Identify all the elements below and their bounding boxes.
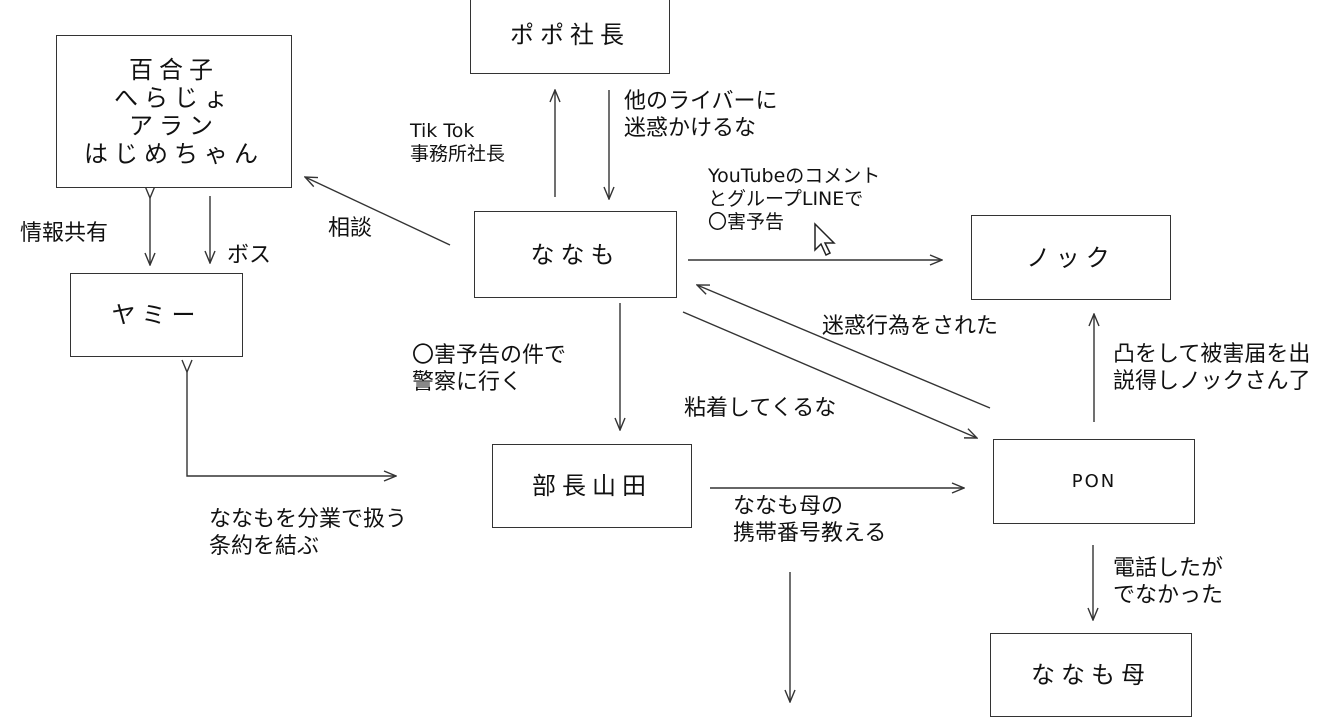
node-nokku: ノック [971,215,1171,300]
node-popo-shacho: ポポ社長 [470,0,670,74]
label-bungyo: ななもを分業で扱う 条約を結ぶ [209,507,408,559]
label-tiktok: Tik Tok 事務所社長 [410,120,506,165]
node-yuriko-group: 百合子 へらじょ アラン はじめちゃん [56,35,292,188]
node-yami: ヤミー [70,273,243,357]
label-meiwaku: 迷惑行為をされた [822,314,999,339]
label-keitai: ななも母の 携帯番号教える [733,494,887,546]
label-other-liver: 他のライバーに 迷惑かけるな [624,89,778,141]
arrow-yami-bucho-bidirectional [187,372,396,476]
arrow-pon-to-nanamo [697,285,991,409]
mouse-cursor-icon [814,222,836,257]
label-totsu: 凸をして被害届を出 説得しノックさん了 [1113,342,1311,394]
label-youtube: YouTubeのコメント とグループLINEで 〇害予告 [708,165,881,233]
label-boss: ボス [227,243,272,268]
label-keisatsu: 〇害予告の件で 警察に行く [412,343,567,395]
node-pon: PON [993,439,1195,524]
arrow-nanamo-to-pon [682,311,977,438]
label-nenchaku: 粘着してくるな [684,396,837,421]
node-nanamo-mother: ななも母 [990,633,1192,717]
node-bucho-yamada: 部長山田 [492,444,692,528]
node-nanamo: ななも [474,211,677,298]
arrow-nanamo-to-yuriko [305,177,451,246]
label-denwa: 電話したが でなかった [1113,556,1224,608]
label-soudan: 相談 [328,216,373,241]
label-joho-kyoyu: 情報共有 [20,221,109,246]
